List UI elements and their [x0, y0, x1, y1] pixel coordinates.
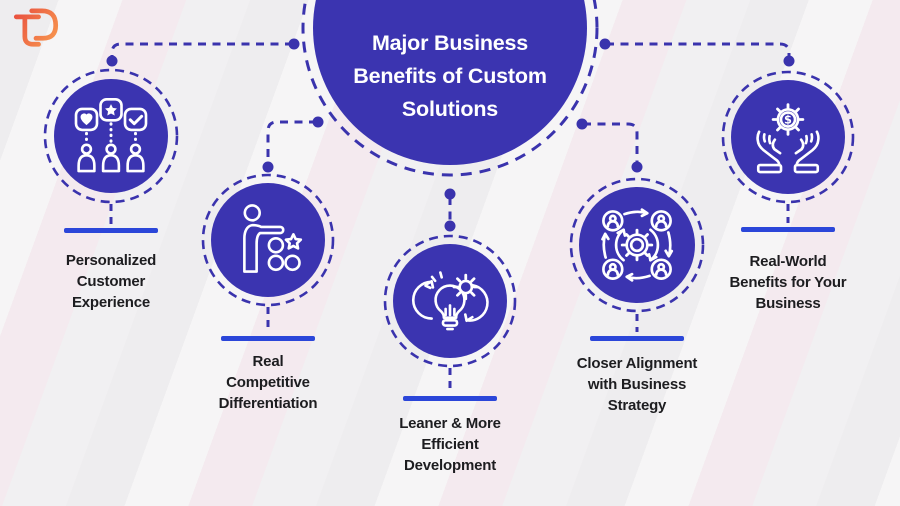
connector-dot — [631, 161, 643, 173]
connector-dot — [599, 38, 611, 50]
connector-dot — [288, 38, 300, 50]
connector-dot — [312, 116, 324, 128]
customer-preferences-icon — [74, 97, 148, 173]
connector-left-lower — [266, 120, 317, 163]
node-ring — [569, 177, 705, 313]
td-monogram-logo-icon — [13, 8, 59, 47]
node-circle-closer-alignment — [579, 187, 695, 303]
dollar-symbol: $ — [784, 112, 792, 126]
person-star-icon — [243, 204, 303, 273]
node-ring — [721, 70, 855, 204]
label-underline — [590, 336, 684, 341]
label-underline — [221, 336, 315, 341]
hands-dollar-gear-icon: $ — [756, 103, 820, 174]
node-circle-leaner-efficient-development — [393, 244, 507, 358]
connector-dot — [262, 161, 274, 173]
node-label-real-competitive-differentiation: Real Competitive Differentiation — [218, 353, 318, 412]
infographic-title: Major Business Benefits of Custom Soluti… — [353, 31, 547, 121]
node-label-personalized-customer-experience: Personalized Customer Experience — [65, 252, 157, 311]
node-circle-real-competitive-differentiation — [211, 183, 325, 297]
connector-dot — [444, 220, 456, 232]
node-ring — [201, 173, 335, 307]
lightbulb-gear-icon — [412, 271, 489, 331]
label-underline — [403, 396, 497, 401]
node-label-real-world-benefits: Real-World Benefits for Your Business — [729, 253, 847, 312]
title-ring — [301, 0, 599, 177]
label-underline — [64, 228, 158, 233]
connector-right-top — [606, 42, 791, 58]
connector-dot — [783, 55, 795, 67]
connector-right-lower — [583, 122, 639, 163]
node-label-leaner-efficient-development: Leaner & More Efficient Development — [399, 415, 501, 474]
connector-dot — [106, 55, 118, 67]
node-circle-real-world-benefits: $ — [731, 80, 845, 194]
connector-dot — [444, 188, 456, 200]
label-underline — [741, 227, 835, 232]
node-circle-personalized-customer-experience — [54, 79, 168, 193]
node-label-closer-alignment: Closer Alignment with Business Strategy — [576, 355, 698, 414]
node-ring — [383, 234, 517, 368]
connector-dot — [576, 118, 588, 130]
team-gear-cycle-icon — [601, 208, 674, 282]
node-ring — [43, 68, 179, 204]
connector-left-top — [110, 42, 293, 58]
